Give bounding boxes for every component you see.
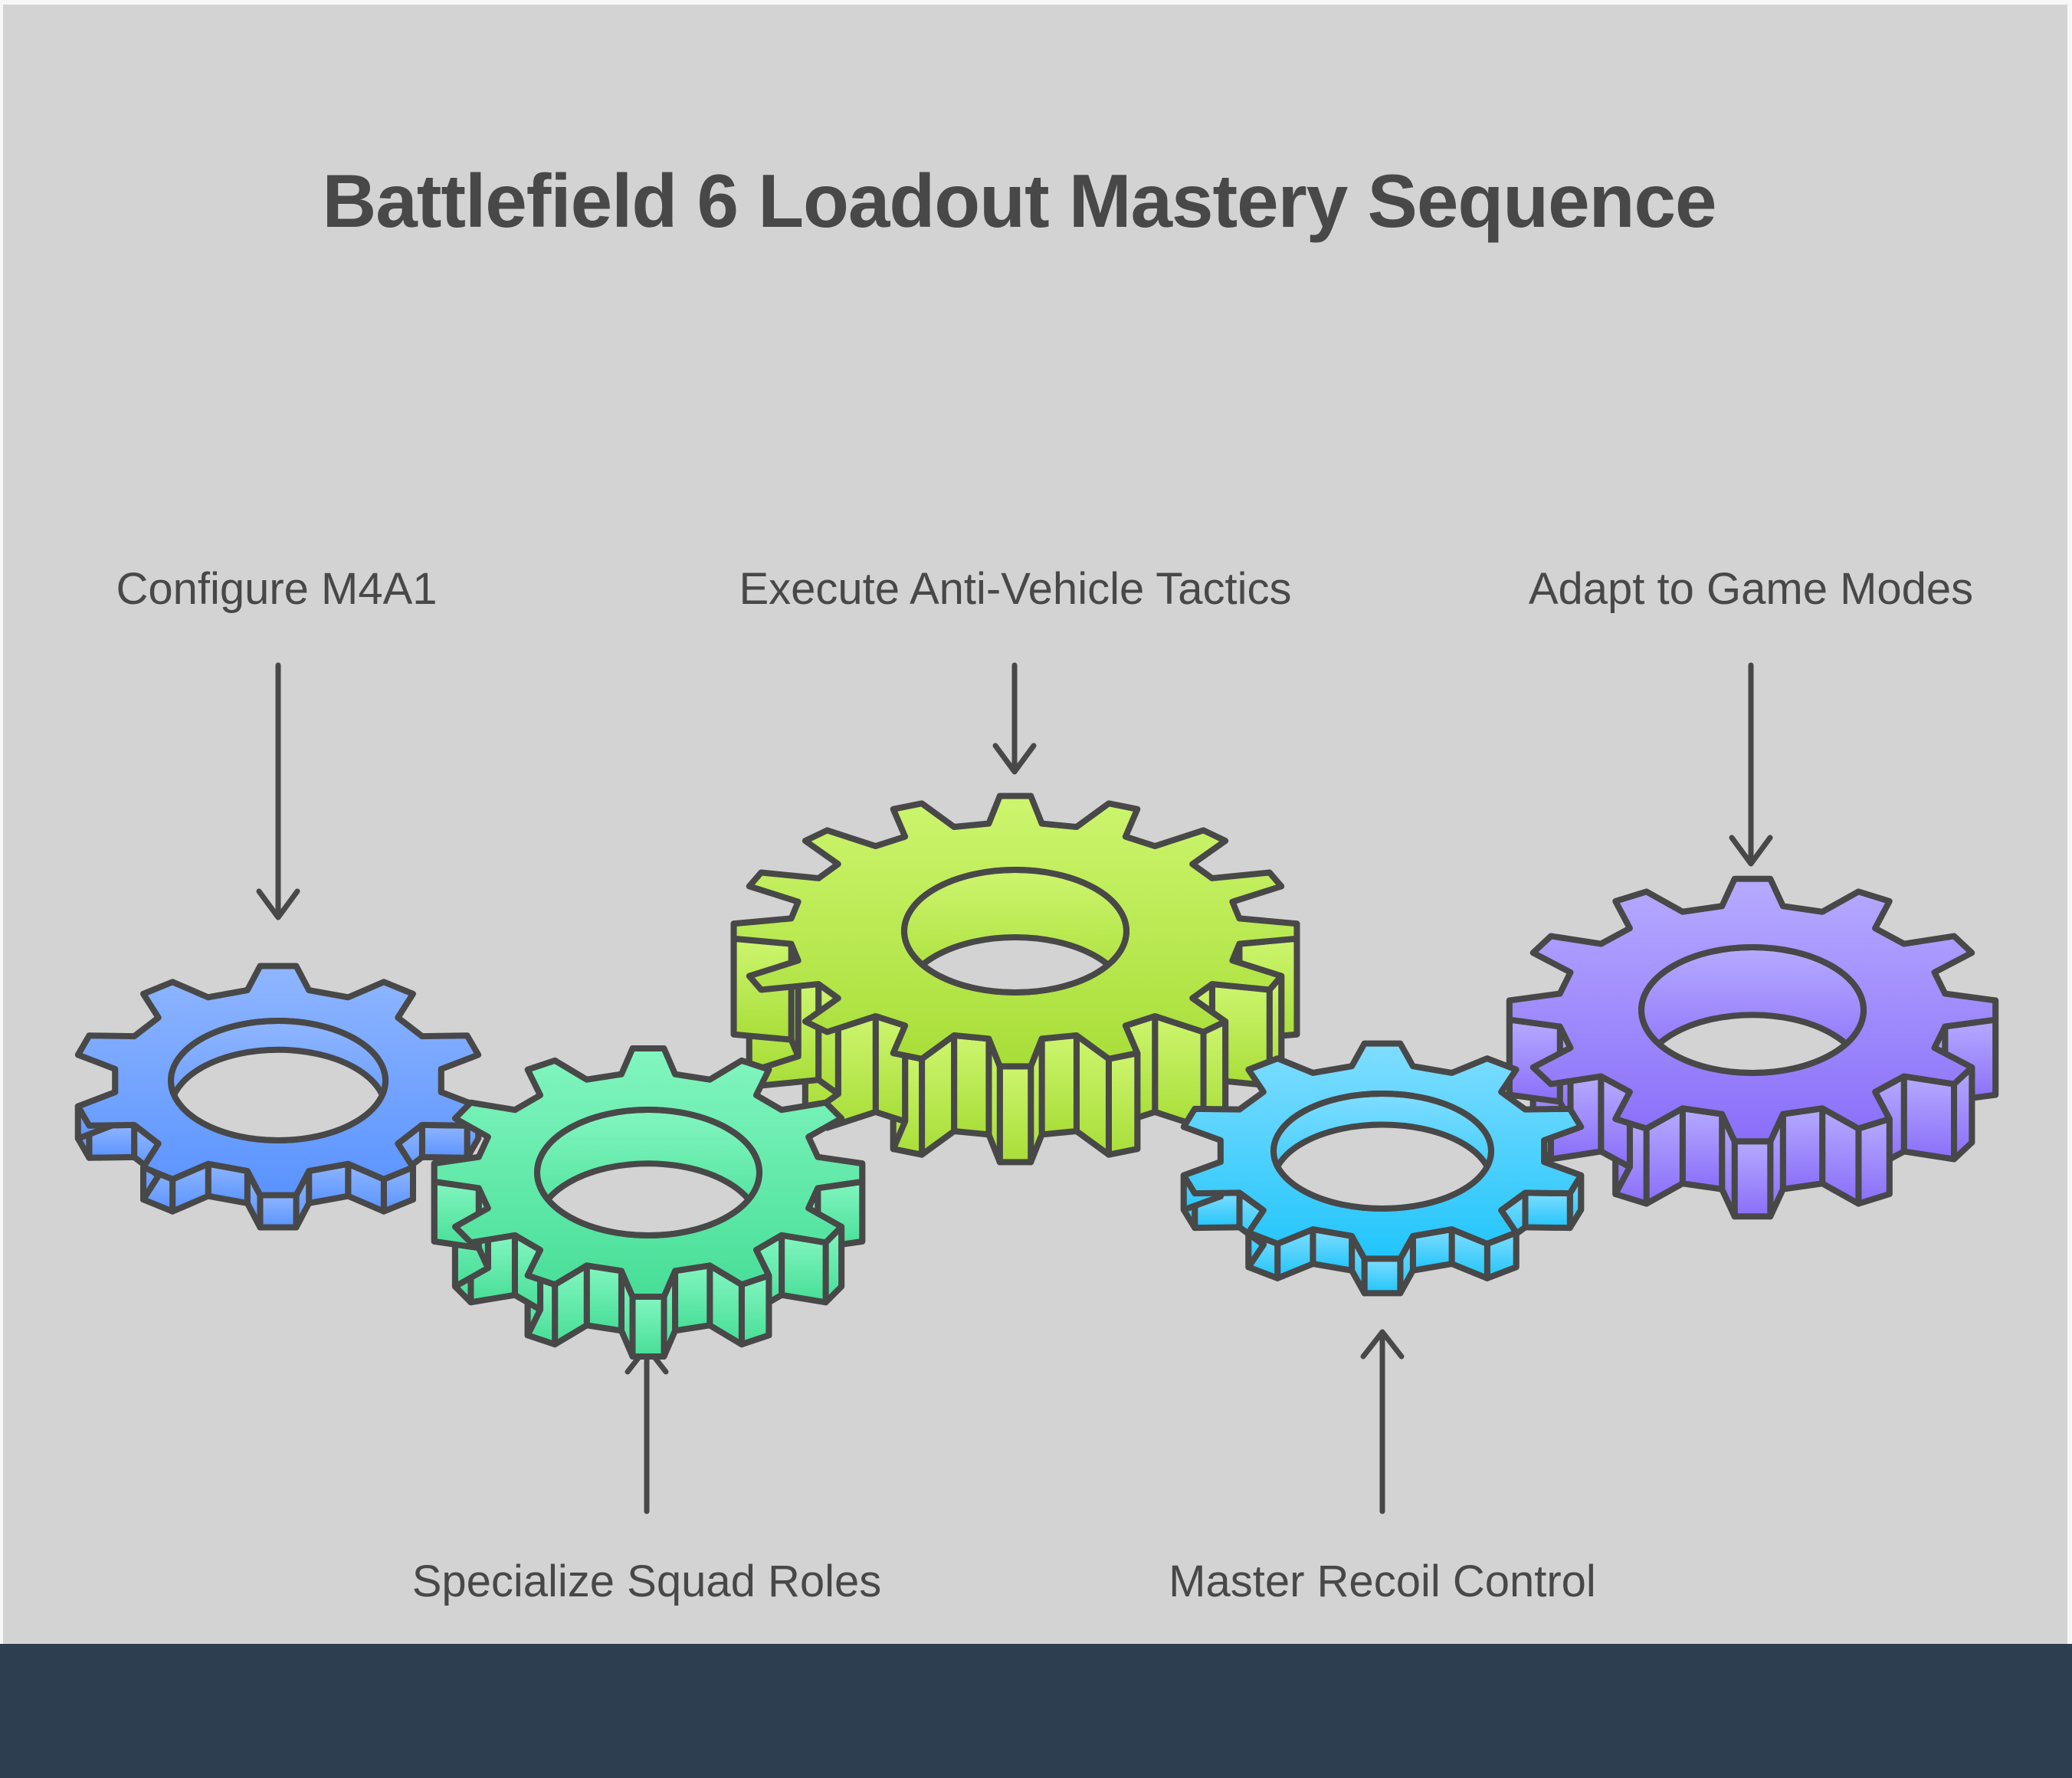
- gear-configure: [74, 963, 482, 1231]
- diagram-title: Battlefield 6 Loadout Mastery Sequence: [322, 159, 1717, 243]
- gear-hole: [168, 1018, 388, 1143]
- step-label-specialize: Specialize Squad Roles: [411, 1557, 882, 1606]
- gear-hole: [1638, 944, 1867, 1076]
- step-label-game-modes: Adapt to Game Modes: [1528, 564, 1974, 614]
- step-label-anti-vehicle: Execute Anti-Vehicle Tactics: [739, 564, 1292, 614]
- arrow-up-icon-recoil: [1360, 1329, 1405, 1514]
- gear-hole: [534, 1107, 762, 1238]
- gear-game-modes: [1506, 875, 1999, 1220]
- arrow-up-icon-specialize: [625, 1344, 669, 1514]
- gear-specialize: [431, 1045, 866, 1360]
- step-label-recoil: Master Recoil Control: [1169, 1557, 1596, 1606]
- gear-hole: [1270, 1091, 1494, 1212]
- arrow-down-icon-anti-vehicle: [992, 662, 1037, 775]
- footer-bar: [0, 1644, 2072, 1778]
- arrow-down-icon-configure: [256, 662, 300, 920]
- arrow-down-icon-game-modes: [1729, 662, 1773, 867]
- step-label-configure: Configure M4A1: [116, 564, 438, 614]
- gear-recoil: [1180, 1040, 1585, 1297]
- gear-anti-vehicle: [730, 792, 1300, 1166]
- gear-hole: [901, 867, 1129, 996]
